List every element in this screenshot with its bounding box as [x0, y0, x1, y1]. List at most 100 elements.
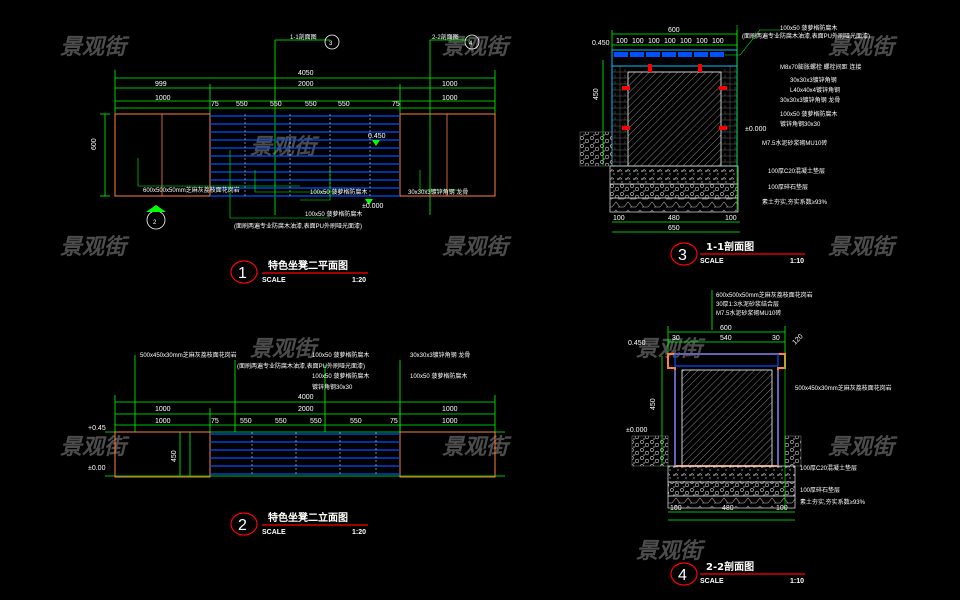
- note-granite: 600x500x50mm芝麻灰荔枝面花岗岩: [143, 186, 240, 194]
- note-gravel: 100厚碎石垫层: [768, 183, 808, 191]
- drawing-number-circle: [230, 512, 258, 536]
- dim-text: 100: [680, 38, 692, 45]
- dim-text: 540: [720, 335, 732, 342]
- drawing-title: 特色坐凳二平面图: [268, 259, 348, 272]
- section-2-view: 600 30 540 30 120 450 0.450 ±0.000 100 4…: [626, 290, 892, 586]
- watermark: 景观街: [250, 337, 320, 362]
- dim-text: 1000: [155, 95, 171, 102]
- section-marker-circle: [464, 34, 480, 50]
- drawing-title: 1-1剖面图: [706, 240, 754, 253]
- watermarks: 景观街 景观街 景观街 景观街 景观街 景观街 景观街 景观街 景观街 景观街 …: [60, 35, 898, 564]
- note-finish: (面刷两遍专业防腐木油漆,表面PU外刷哑光面漆): [742, 32, 870, 40]
- dim-text: 1000: [155, 406, 171, 413]
- dim-text: 100: [712, 38, 724, 45]
- note-granite: 500x450x30mm芝麻灰荔枝面花岗岩: [140, 351, 237, 359]
- note-masonry: M7.5水泥砂浆砌MU10砖: [762, 139, 827, 147]
- dim-text: 450: [650, 398, 657, 410]
- dim-text: 550: [305, 101, 317, 108]
- elevation-text: ±0.000: [626, 427, 647, 434]
- dim-text: 1000: [442, 406, 458, 413]
- drawing-number-circle: [670, 562, 698, 586]
- elevation-text: 0.450: [628, 340, 646, 347]
- dim-text: 1000: [442, 418, 458, 425]
- drawing-number-circle: [670, 242, 698, 266]
- note-angle: 镀锌角钢30x30: [780, 120, 821, 128]
- dim-text: 2000: [298, 81, 314, 88]
- dim-text: 550: [338, 101, 350, 108]
- gravel-layer: [667, 481, 796, 497]
- dim-text: 100: [664, 38, 676, 45]
- note-angle: 30x30x3镀锌角钢: [790, 76, 837, 84]
- note-timber: 100x50 菠萝格防腐木: [410, 372, 467, 380]
- dim-text: 75: [390, 418, 398, 425]
- section-ref-num: 2: [153, 220, 157, 226]
- watermark: 景观街: [636, 337, 706, 362]
- watermark: 景观街: [828, 35, 898, 60]
- soil-layer: [609, 197, 739, 213]
- note-timber: 100x50 菠萝格防腐木: [310, 188, 367, 196]
- brick-core: [681, 369, 773, 467]
- section-1-view: 600 100 100 100 100 100 100 100 450 0.45…: [579, 24, 870, 266]
- note-angle: L40x40x4镀锌角钢: [790, 86, 840, 94]
- drawing-number: 4: [678, 567, 687, 584]
- elevation-text: 0.450: [368, 133, 386, 140]
- dim-text: 480: [668, 215, 680, 222]
- dim-text: 100: [696, 38, 708, 45]
- scale-value: 1:10: [790, 258, 804, 265]
- note-granite: 500x450x30mm芝麻灰荔枝面花岗岩: [795, 384, 892, 392]
- timber-slats: [210, 115, 400, 197]
- watermark: 景观街: [60, 235, 130, 260]
- elevation-text: ±0.000: [745, 126, 766, 133]
- note-soil: 素土夯实,夯实系数≥93%: [762, 198, 828, 206]
- granite-block-left: [114, 113, 211, 197]
- watermark: 景观街: [828, 235, 898, 260]
- dim-text: 550: [240, 418, 252, 425]
- note-mortar: 30厚1:3水泥砂浆结合层: [716, 300, 779, 308]
- dim-text: 100: [648, 38, 660, 45]
- dim-text: 100: [776, 505, 788, 512]
- scale-label: SCALE: [262, 529, 286, 536]
- elevation-text: ±0.000: [362, 203, 383, 210]
- dim-text: 100: [613, 215, 625, 222]
- elevation-view: 4000 1000 2000 1000 1000 1000 75 550 550…: [88, 351, 505, 536]
- dim-text: 1000: [442, 95, 458, 102]
- dim-text: 600: [720, 325, 732, 332]
- dim-text: 2000: [298, 406, 314, 413]
- dim-text: 600: [668, 27, 680, 34]
- watermark: 景观街: [60, 35, 130, 60]
- dim-text: 4000: [298, 394, 314, 401]
- dim-text: 999: [155, 81, 167, 88]
- note-angle-steel: 30x30x3镀锌角钢 龙骨: [410, 351, 470, 359]
- level-text: ±0.00: [88, 465, 106, 472]
- note-angle: 镀锌角钢30x30: [312, 383, 353, 391]
- dim-text: 75: [392, 101, 400, 108]
- watermark: 景观街: [442, 435, 512, 460]
- note-timber: 100x50 菠萝格防腐木: [780, 110, 837, 118]
- dim-text: 100: [616, 38, 628, 45]
- section-marker-circle: [324, 34, 340, 50]
- dim-text: 30: [672, 335, 680, 342]
- dim-text: 600: [91, 138, 98, 150]
- dim-text: 550: [310, 418, 322, 425]
- scale-value: 1:20: [352, 277, 366, 284]
- drawing-number-circle: [230, 260, 258, 284]
- dim-text: 75: [211, 101, 219, 108]
- note-finish: (面刷两遍专业防腐木油漆,表面PU外刷哑光面漆): [237, 362, 365, 370]
- drawing-number: 2: [238, 517, 247, 534]
- dim-text: 1000: [442, 81, 458, 88]
- section-marker-num: 3: [329, 41, 333, 47]
- dim-text: 550: [275, 418, 287, 425]
- watermark: 景观街: [828, 435, 898, 460]
- note-gravel: 100厚碎石垫层: [800, 486, 840, 494]
- scale-label: SCALE: [262, 277, 286, 284]
- dim-text: 1000: [155, 418, 171, 425]
- note-timber: 100x50 菠萝格防腐木: [312, 351, 369, 359]
- watermark: 景观街: [442, 35, 512, 60]
- watermark: 景观街: [636, 539, 706, 564]
- elevation-text: 0.450: [592, 40, 610, 47]
- dim-text: 120: [791, 333, 804, 346]
- scale-value: 1:20: [352, 529, 366, 536]
- scale-label: SCALE: [700, 578, 724, 585]
- note-bolt: M8x70膨胀螺栓 螺栓间距 连接: [780, 63, 861, 71]
- note-finish: (面刷两遍专业防腐木油漆,表面PU外刷哑光面漆): [234, 222, 362, 230]
